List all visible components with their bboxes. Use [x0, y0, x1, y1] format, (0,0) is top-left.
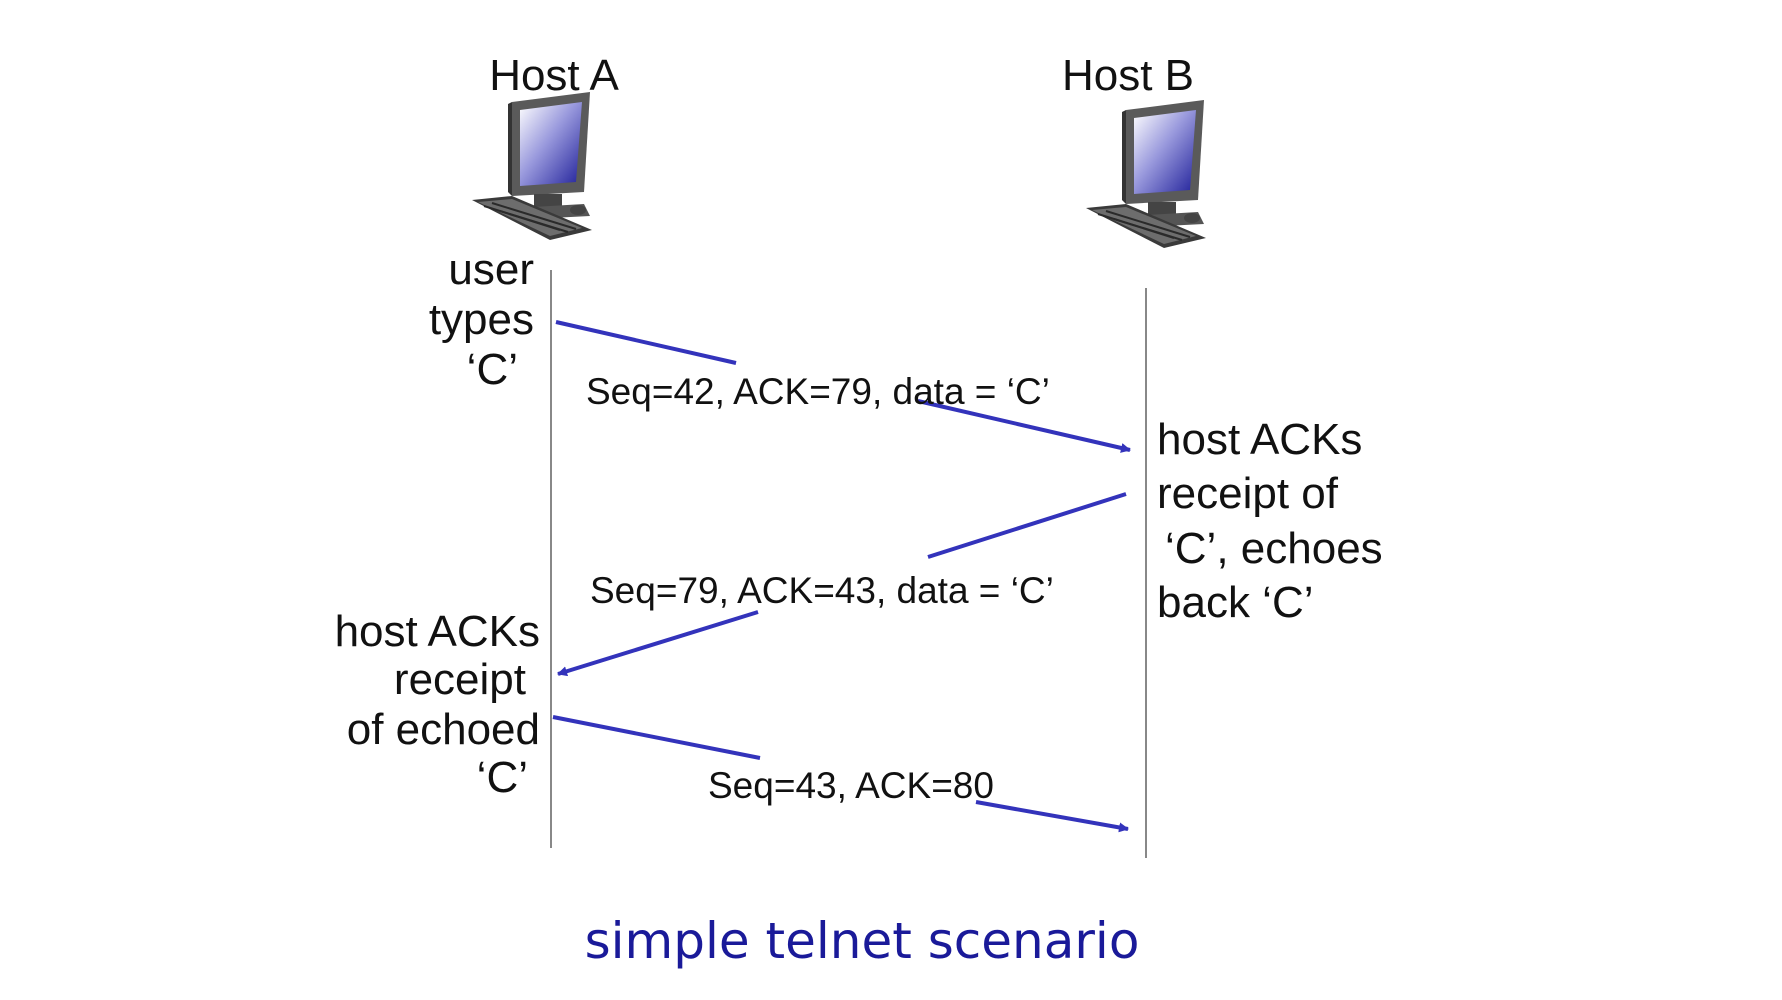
note-user-types: user types ‘C’ [429, 245, 534, 394]
message-arrow-2 [557, 492, 1127, 677]
message-label-1: Seq=42, ACK=79, data = ‘C’ [586, 371, 1050, 412]
note-line: receipt of [1157, 469, 1339, 518]
host-a-label: Host A [489, 51, 619, 100]
message-arrow-3 [552, 715, 1129, 833]
note-line: host ACKs [1157, 415, 1362, 464]
note-line: types [429, 295, 534, 344]
message-label-3: Seq=43, ACK=80 [708, 765, 994, 806]
note-line: receipt [394, 655, 526, 704]
host-b-label: Host B [1062, 51, 1194, 100]
message-arrow-1 [555, 320, 1131, 453]
note-host-a-acks-echo: host ACKs receipt of echoed ‘C’ [335, 607, 540, 802]
note-line: back ‘C’ [1157, 578, 1314, 627]
note-line: ‘C’, echoes [1165, 524, 1383, 573]
note-line: user [448, 245, 534, 294]
note-line: ‘C’ [467, 345, 518, 394]
note-line: of echoed [347, 705, 540, 754]
message-label-2: Seq=79, ACK=43, data = ‘C’ [590, 570, 1054, 611]
note-host-b-acks: host ACKs receipt of ‘C’, echoes back ‘C… [1157, 415, 1383, 627]
desktop-computer-icon [471, 91, 593, 241]
note-line: ‘C’ [477, 753, 528, 802]
desktop-computer-icon [1085, 99, 1207, 249]
note-line: host ACKs [335, 607, 540, 656]
diagram-caption: simple telnet scenario [585, 912, 1140, 970]
